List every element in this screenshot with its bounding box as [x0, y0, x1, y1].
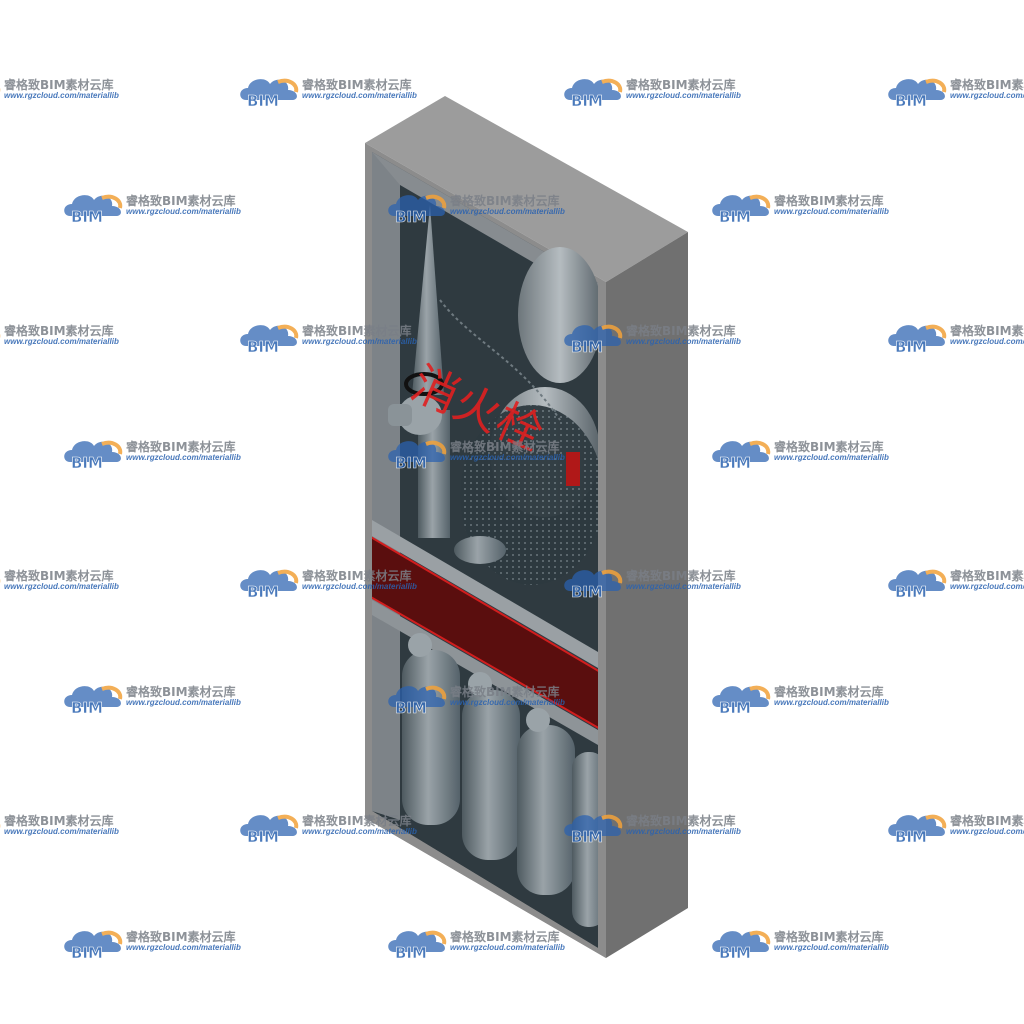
- cabinet-side-face: [606, 232, 688, 958]
- extinguisher-3: [517, 725, 575, 895]
- cabinet-top-face: [365, 96, 688, 282]
- hose-nozzle: [412, 205, 444, 395]
- frame-bottom-edge: [365, 811, 606, 958]
- extinguisher-1-head: [408, 633, 432, 657]
- frame-right-edge: [598, 282, 606, 958]
- fire-extinguishers: [402, 633, 606, 927]
- frame-left-edge: [365, 143, 372, 818]
- cabinet-middle-shelf: [372, 520, 598, 668]
- extinguisher-1: [402, 650, 460, 825]
- extinguisher-2: [462, 690, 520, 860]
- extinguisher-3-head: [526, 708, 550, 732]
- extinguisher-4: [572, 752, 606, 927]
- red-sign-plate: [566, 452, 580, 486]
- extinguisher-2-head: [468, 672, 492, 696]
- hose-reel-back-disc: [518, 247, 602, 383]
- hydrant-valve-wheel: [404, 372, 444, 396]
- hydrant-outlet: [388, 404, 412, 426]
- small-nozzle: [454, 536, 506, 564]
- interior-left-wall: [372, 152, 400, 820]
- hose-line: [439, 299, 561, 421]
